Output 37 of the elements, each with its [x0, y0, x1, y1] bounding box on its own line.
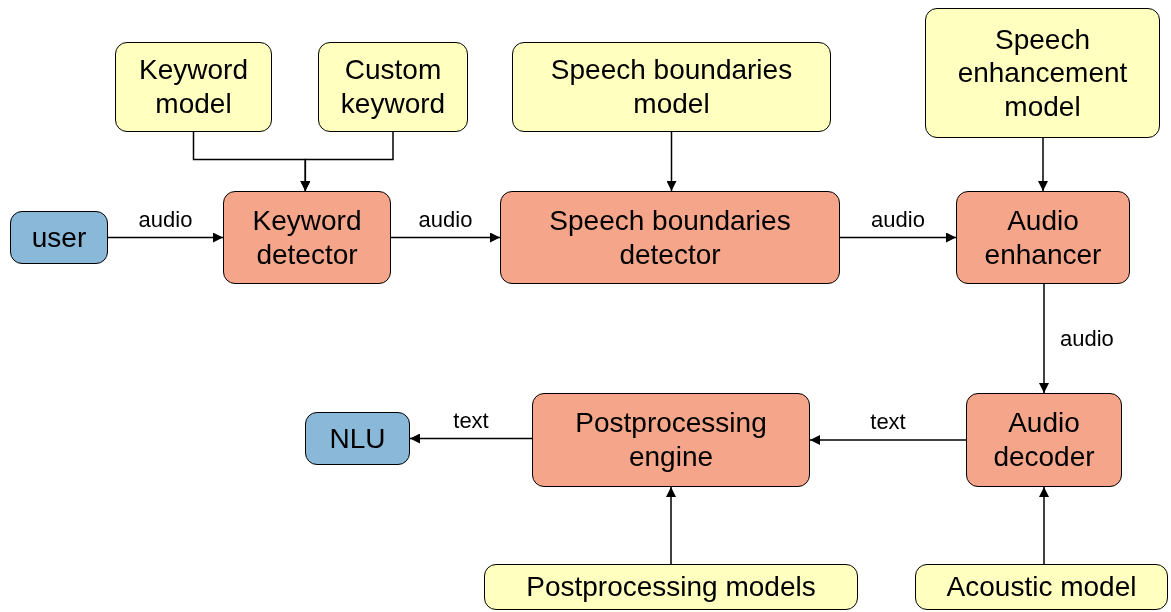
node-label: Keyword detector [251, 203, 363, 272]
arrow [390, 232, 501, 243]
arrow [839, 232, 957, 243]
arrow [666, 131, 677, 192]
node-label: Keyword model [138, 53, 249, 121]
node-label: Postprocessing engine [574, 406, 768, 474]
model-box [915, 564, 1168, 610]
endpoint-box [305, 412, 410, 465]
model-box [484, 564, 858, 610]
process-box [223, 191, 391, 284]
arrow [1039, 486, 1049, 565]
node-label: user [31, 220, 87, 255]
node-label: Speech boundaries model [549, 53, 794, 121]
model-box [115, 42, 272, 132]
arrow [1038, 137, 1048, 192]
process-box [956, 191, 1130, 284]
node-label: Acoustic model [946, 570, 1137, 604]
process-box [500, 191, 840, 284]
model-box [925, 8, 1160, 138]
process-box [532, 393, 810, 487]
model-box [512, 42, 831, 132]
node-label: Speech boundaries detector [548, 203, 792, 272]
arrow [107, 232, 224, 243]
node-label: Audio decoder [992, 406, 1096, 474]
node-label: Custom keyword [339, 53, 447, 121]
node-label: Postprocessing models [526, 570, 816, 604]
arrow [809, 435, 967, 445]
arrow [300, 131, 394, 192]
node-label: Speech enhancement model [956, 22, 1129, 124]
model-box [318, 42, 468, 132]
arrow [1039, 283, 1049, 394]
arrow [409, 433, 533, 444]
arrow [666, 486, 676, 565]
node-label: NLU [329, 421, 386, 456]
node-label: Audio enhancer [983, 203, 1103, 272]
process-box [966, 393, 1122, 487]
endpoint-box [10, 211, 108, 264]
